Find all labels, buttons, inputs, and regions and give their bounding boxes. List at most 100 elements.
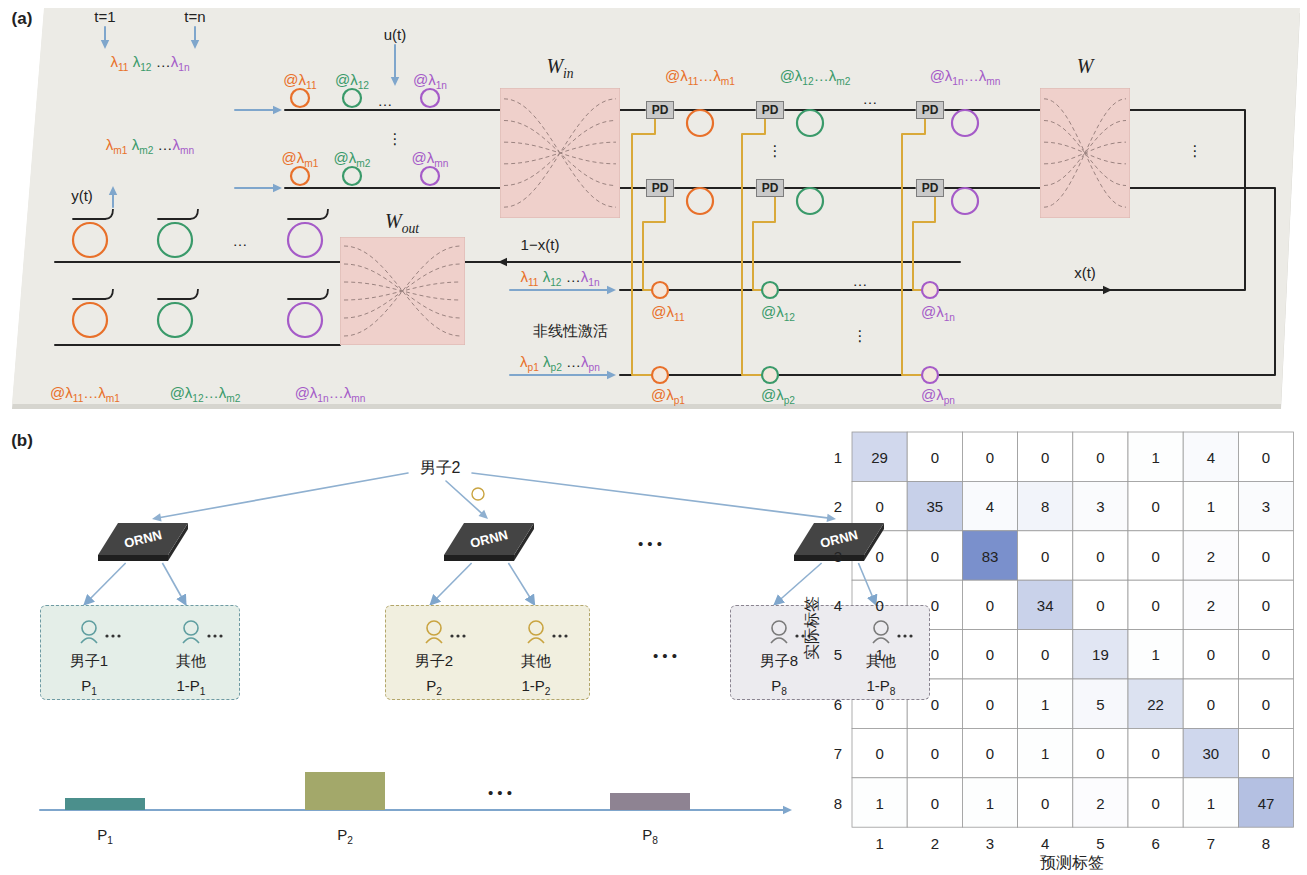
text-run: 0 [986,745,994,762]
matrix-cell-value: 0 [875,746,883,761]
ellipsis-dot [207,634,210,637]
text-run: 0 [1151,547,1159,564]
matrix-cell [1238,531,1293,580]
text-run: λ1n [936,303,955,320]
matrix-cell [1128,728,1183,777]
matrix-cell-value: 0 [1096,449,1104,464]
text-run: λ [945,67,953,84]
text-run: λ [219,384,227,401]
annotation-label: λ11 λ12 …λ1n [520,269,599,284]
text-run: @ [930,67,945,84]
matrix-cell-value: 35 [926,499,943,514]
text-run: λ [110,53,118,70]
text-run: P [426,677,436,694]
drop-port [190,289,198,299]
text-run: 1 [1041,695,1049,712]
ellipsis-dot [909,634,912,637]
pump-arrow-head [607,286,616,294]
annotation-label: @λ12…λm2 [170,385,241,400]
probability-bar [610,793,690,810]
annotation-label: u(t) [384,27,407,42]
ellipsis-dot [552,634,555,637]
matrix-cell-value: 34 [1037,597,1054,612]
text-run: 1- [521,677,534,694]
text-run: 0 [1207,646,1215,663]
crossbar-pattern [500,88,620,218]
text-run: … [329,384,344,401]
text-run: 34 [1037,596,1054,613]
ellipsis-dot [456,634,459,637]
matrix-cell-value: 0 [986,746,994,761]
matrix-cell-value: 0 [931,449,939,464]
annotation-label: λ11 λ12 …λ1n [110,54,189,69]
text-run: 0 [1096,448,1104,465]
ellipsis-dot [105,634,108,637]
matrix-cell [1183,630,1238,679]
matrix-cell [907,778,962,827]
axis-tick: 7 [834,746,842,761]
annotation-label: t=1 [94,9,115,24]
modulator-ring [343,167,361,185]
text-run: P [81,677,91,694]
annotation-label: @λ11…λm1 [50,385,120,400]
text-run: 83 [982,547,999,564]
crossbar-body [500,88,620,218]
text-run: 4 [1207,448,1215,465]
text-run: (a) [12,9,33,28]
annotation-label: t=n [184,9,205,24]
text-run: 0 [875,596,883,613]
subscript: 12 [802,76,813,87]
time-arrow-head [191,40,199,49]
text-run: … [562,268,581,285]
text-run: 0 [931,596,939,613]
text-run: λm2 [132,136,154,153]
axis-tick: 2 [931,836,939,851]
crossbar-path [344,246,461,336]
ellipsis-dot [117,634,120,637]
text-run: λ11 [110,53,128,70]
probability-bar [65,798,145,810]
speaker-head-icon [82,621,96,635]
text-run: t=1 [94,8,115,25]
annotation-label: @λm1 [282,150,319,165]
text-run: • • • [638,535,662,552]
text-run: 3 [986,835,994,852]
speaker-head-icon [426,638,442,643]
matrix-cell-value: 2 [1096,795,1104,810]
matrix-cell-value: 0 [931,746,939,761]
activation-ring [762,367,778,383]
input-arrow-head [273,106,282,114]
matrix-cell-value: 83 [982,548,999,563]
matrix-cell-value: 0 [986,647,994,662]
text-run: • • • [488,784,512,801]
text-run: λ [776,386,784,403]
matrix-cell [1183,728,1238,777]
output-label: 1-P2 [521,678,550,693]
text-run: ⋮ [768,142,783,159]
matrix-cell [1238,679,1293,728]
text-run: λ [349,149,357,166]
text-run: λp2 [776,386,795,403]
text-run: PD [922,181,939,195]
text-run: λ [520,268,528,285]
crossbar-pattern [340,237,465,345]
matrix-cell [1018,481,1073,530]
text-run: λm2 [349,149,371,166]
annotation-label: @λmn [412,150,449,165]
matrix-cell [1073,531,1128,580]
text-run: P [97,826,107,843]
matrix-cell-value: 0 [986,696,994,711]
text-run [539,268,543,285]
annotation-label: P8 [642,827,658,842]
text-run: … [153,136,172,153]
text-run: λ12 [133,53,152,70]
signal-arrowhead [498,258,507,266]
text-run: λ [106,136,114,153]
text-run: PD [652,103,669,117]
text-run: λpn [581,353,600,370]
text-run: λ [133,53,141,70]
text-run: λmn [979,67,1001,84]
text-run: 0 [986,695,994,712]
text-run: (b) [11,431,33,450]
